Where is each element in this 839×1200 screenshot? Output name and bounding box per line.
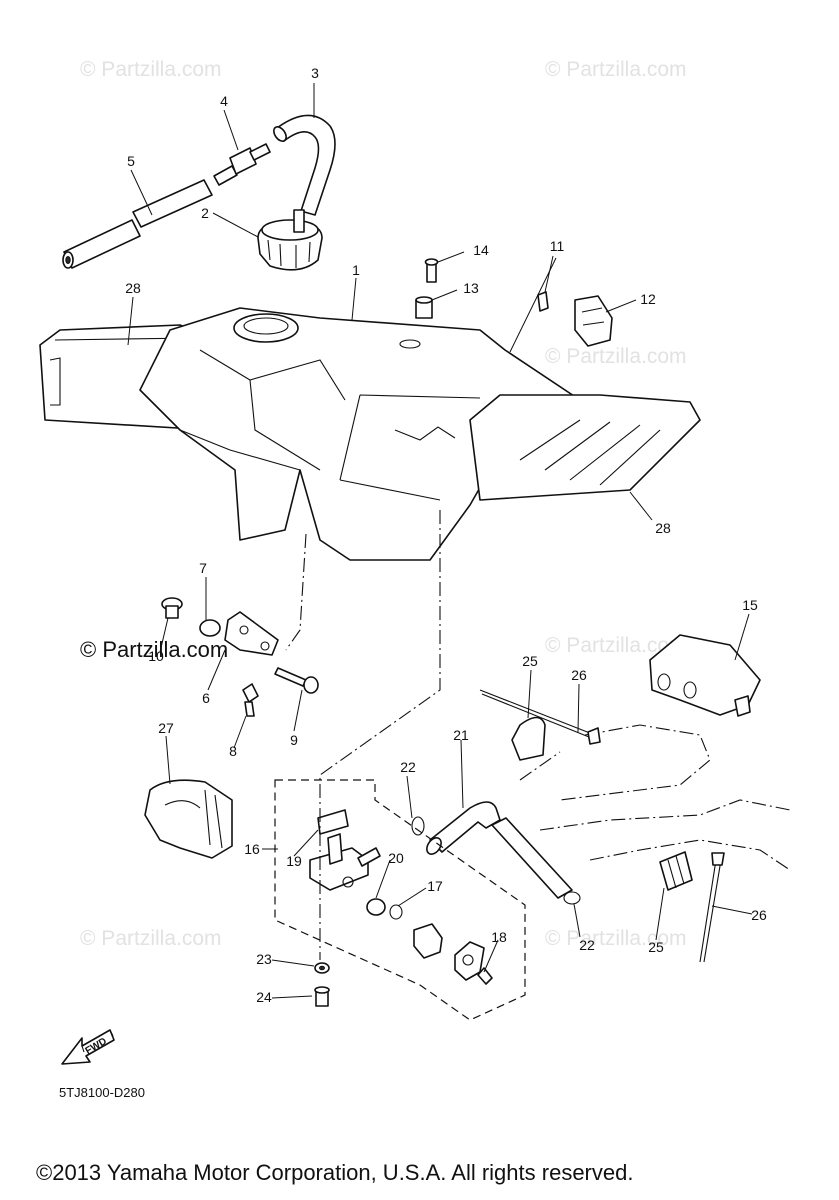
callout-14: 14	[473, 242, 489, 258]
part-26-tie-upper	[479, 689, 601, 745]
part-11-screw	[537, 291, 549, 312]
part-1-fuel-tank	[139, 307, 596, 561]
callout-12: 12	[640, 291, 656, 307]
callout-4: 4	[220, 93, 228, 109]
watermark-mid-right: © Partzilla.com	[545, 345, 687, 368]
part-5-hose	[62, 179, 213, 269]
callout-23: 23	[256, 951, 272, 967]
part-3-vent-hose	[273, 114, 336, 216]
callout-21: 21	[453, 727, 469, 743]
part-9-bolt	[274, 667, 319, 694]
fwd-arrow-icon: FWD	[61, 1029, 115, 1065]
part-18-screw	[477, 967, 493, 985]
part-15-cover	[649, 634, 761, 717]
callout-7: 7	[199, 560, 207, 576]
callout-1: 1	[352, 262, 360, 278]
callout-20: 20	[388, 850, 404, 866]
diagram-code: 5TJ8100-D280	[59, 1085, 145, 1100]
part-24-bolt	[314, 986, 330, 1007]
watermark-top-right: © Partzilla.com	[545, 58, 687, 81]
part-25-clamp-upper	[511, 716, 546, 761]
leader-lines	[127, 83, 753, 999]
part-12-clip	[574, 295, 613, 347]
watermark-top-left: © Partzilla.com	[80, 58, 222, 81]
callout-25-upper: 25	[522, 653, 538, 669]
part-21-fuel-hose	[426, 801, 573, 899]
callout-22-lower: 22	[579, 937, 595, 953]
callout-3: 3	[311, 65, 319, 81]
callout-26-upper: 26	[571, 667, 587, 683]
fwd-label: FWD	[84, 1036, 109, 1057]
frame-outline	[519, 724, 791, 871]
part-22-clip-upper	[411, 816, 425, 836]
part-20-gasket	[366, 898, 386, 916]
callout-27: 27	[158, 720, 174, 736]
watermark-bottom-left: © Partzilla.com	[80, 927, 222, 950]
part-17-o-ring	[389, 904, 403, 920]
callout-18: 18	[491, 929, 507, 945]
part-7-collar	[199, 619, 221, 637]
fuel-cock-valve	[413, 923, 443, 959]
callout-28-left: 28	[125, 280, 141, 296]
callout-13: 13	[463, 280, 479, 296]
callout-24: 24	[256, 989, 272, 1005]
part-10-bolt	[161, 597, 183, 619]
part-28-decal-right	[469, 394, 701, 501]
part-22-clip-lower	[563, 891, 581, 905]
callout-10: 10	[148, 648, 164, 664]
part-6-bracket	[224, 611, 279, 656]
callout-5: 5	[127, 153, 135, 169]
callout-8: 8	[229, 743, 237, 759]
watermark-center-right: © Partzilla.com	[545, 634, 687, 657]
part-23-washer	[314, 962, 330, 974]
callout-9: 9	[290, 732, 298, 748]
callout-6: 6	[202, 690, 210, 706]
callout-11: 11	[550, 238, 565, 254]
part-2-fuel-cap	[257, 209, 323, 271]
copyright-notice: ©2013 Yamaha Motor Corporation, U.S.A. A…	[36, 1160, 633, 1185]
part-26-tie-lower	[699, 852, 725, 963]
callout-15: 15	[742, 597, 758, 613]
callout-22-upper: 22	[400, 759, 416, 775]
part-13-grommet	[415, 296, 433, 319]
part-16-fuel-cock	[309, 833, 381, 891]
part-27-guard	[144, 779, 233, 859]
callout-25-lower: 25	[648, 939, 664, 955]
watermark-bottom-right: © Partzilla.com	[545, 927, 687, 950]
part-4-valve	[213, 143, 271, 186]
fuel-cock-assembly-box	[274, 779, 526, 1021]
callout-2: 2	[201, 205, 209, 221]
callouts: 3 4 5 2 14 11 1 13 28 12 28 7 15 10 25 2…	[125, 65, 767, 1005]
callout-16: 16	[244, 841, 260, 857]
assembly-lines	[285, 510, 441, 960]
callout-28-right: 28	[655, 520, 671, 536]
part-19-lever	[317, 809, 349, 835]
callout-26-lower: 26	[751, 907, 767, 923]
part-8-bolt	[242, 683, 259, 717]
callout-19: 19	[286, 853, 302, 869]
callout-17: 17	[427, 878, 443, 894]
part-25-clamp-lower	[659, 851, 693, 891]
part-14-bolt	[424, 258, 439, 283]
watermark-dark: © Partzilla.com	[80, 637, 228, 662]
